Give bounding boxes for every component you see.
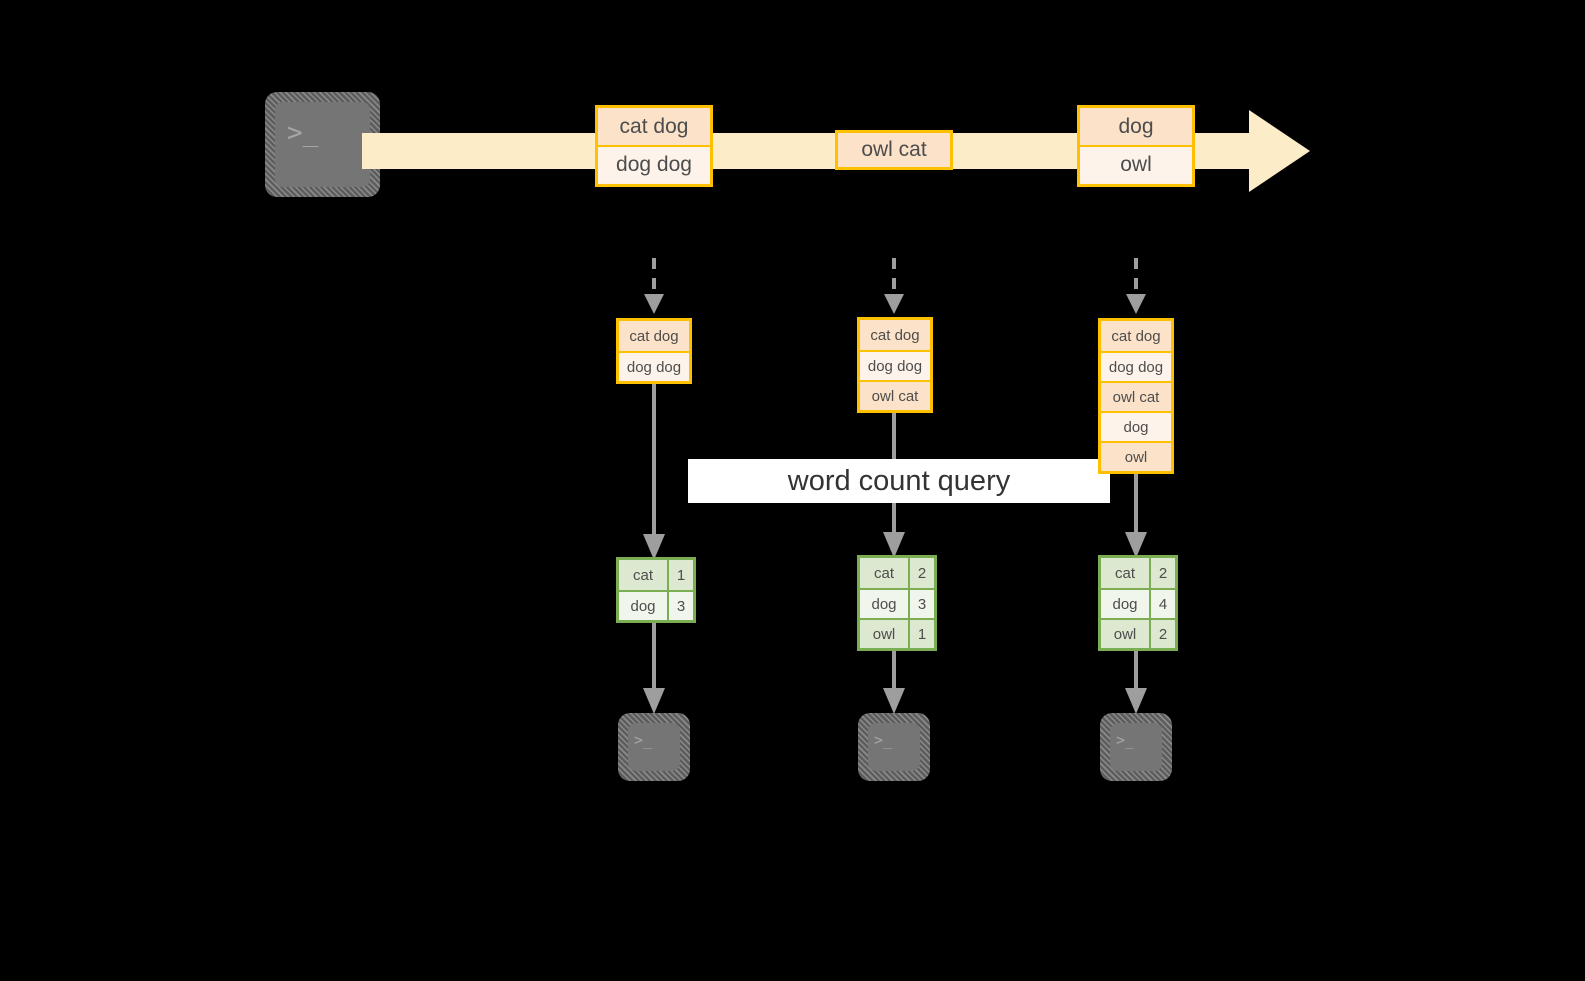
stream-event-row: dog dog — [598, 145, 710, 182]
count-key: dog — [619, 592, 667, 620]
sink-terminal-icon-1: >_ — [618, 713, 690, 781]
terminal-prompt-glyph: >_ — [874, 731, 893, 749]
solid-connector-table-to-sink-3 — [1125, 650, 1147, 714]
terminal-prompt-glyph: >_ — [634, 731, 653, 749]
batch-row: cat dog — [860, 320, 930, 350]
count-table-1: cat 1 dog 3 — [616, 557, 696, 623]
count-row: owl 1 — [860, 618, 934, 648]
count-table-3: cat 2 dog 4 owl 2 — [1098, 555, 1178, 651]
count-row: dog 4 — [1101, 588, 1175, 618]
count-key: cat — [1101, 558, 1149, 588]
dashed-connector-2 — [884, 258, 904, 314]
batch-row: cat dog — [1101, 321, 1171, 351]
batch-row: dog dog — [860, 350, 930, 380]
count-key: cat — [619, 560, 667, 590]
dashed-connector-1 — [644, 258, 664, 314]
sink-terminal-icon-2: >_ — [858, 713, 930, 781]
count-row: owl 2 — [1101, 618, 1175, 648]
count-key: cat — [860, 558, 908, 588]
query-label: word count query — [787, 464, 1011, 497]
count-row: dog 3 — [619, 590, 693, 620]
batch-row: dog — [1101, 411, 1171, 441]
batch-row: owl cat — [860, 380, 930, 410]
count-row: dog 3 — [860, 588, 934, 618]
solid-connector-batch-to-table-1 — [643, 382, 665, 560]
batch-row: dog dog — [1101, 351, 1171, 381]
terminal-prompt-glyph: >_ — [1116, 731, 1135, 749]
count-key: dog — [860, 590, 908, 618]
terminal-prompt-glyph: >_ — [287, 118, 319, 148]
count-value: 4 — [1149, 590, 1175, 618]
count-value: 2 — [1149, 620, 1175, 648]
stream-event-group-2: owl cat — [835, 130, 953, 170]
stream-event-row: owl cat — [838, 133, 950, 167]
count-row: cat 2 — [860, 558, 934, 588]
batch-row: owl cat — [1101, 381, 1171, 411]
dashed-connector-3 — [1126, 258, 1146, 314]
batch-stack-3: cat dog dog dog owl cat dog owl — [1098, 318, 1174, 474]
solid-connector-table-to-sink-2 — [883, 650, 905, 714]
sink-terminal-icon-3: >_ — [1100, 713, 1172, 781]
solid-connector-batch-to-table-3 — [1125, 472, 1147, 558]
batch-row: cat dog — [619, 321, 689, 351]
count-value: 2 — [1149, 558, 1175, 588]
count-value: 1 — [908, 620, 934, 648]
count-value: 3 — [667, 592, 693, 620]
stream-event-row: owl — [1080, 145, 1192, 182]
count-key: owl — [860, 620, 908, 648]
count-value: 3 — [908, 590, 934, 618]
stream-event-group-3: dog owl — [1077, 105, 1195, 187]
count-value: 1 — [667, 560, 693, 590]
batch-row: dog dog — [619, 351, 689, 381]
source-terminal-icon: >_ — [265, 92, 380, 197]
stream-event-group-1: cat dog dog dog — [595, 105, 713, 187]
batch-stack-1: cat dog dog dog — [616, 318, 692, 384]
stream-event-row: cat dog — [598, 108, 710, 145]
batch-row: owl — [1101, 441, 1171, 471]
solid-connector-table-to-sink-1 — [643, 620, 665, 714]
count-key: dog — [1101, 590, 1149, 618]
count-key: owl — [1101, 620, 1149, 648]
batch-stack-2: cat dog dog dog owl cat — [857, 317, 933, 413]
stream-event-row: dog — [1080, 108, 1192, 145]
count-row: cat 1 — [619, 560, 693, 590]
count-value: 2 — [908, 558, 934, 588]
query-label-band: word count query — [688, 459, 1110, 503]
count-row: cat 2 — [1101, 558, 1175, 588]
count-table-2: cat 2 dog 3 owl 1 — [857, 555, 937, 651]
